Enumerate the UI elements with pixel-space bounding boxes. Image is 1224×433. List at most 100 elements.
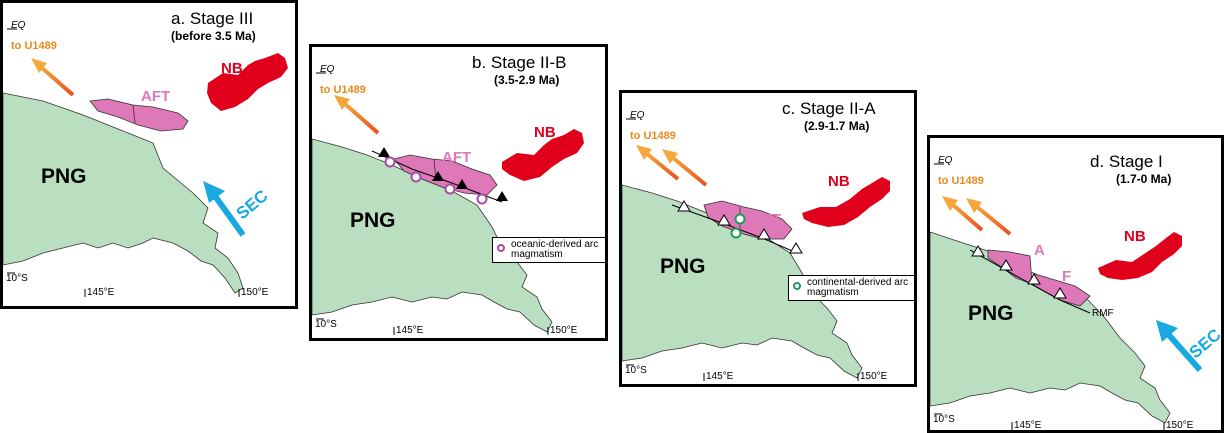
current-arrow-head	[662, 149, 678, 164]
aft-label: AFT	[752, 211, 782, 228]
sec-arrow-head	[1156, 320, 1178, 342]
aft-terrane	[703, 200, 793, 240]
current-arrow-shaft	[670, 155, 708, 187]
trench-tooth	[1027, 273, 1041, 285]
aft-label: AFT	[141, 88, 171, 105]
oceanic-legend-icon	[497, 244, 505, 252]
u1489-label: to U1489	[630, 130, 676, 142]
trench-tooth	[999, 259, 1013, 271]
current-arrow-head	[636, 145, 652, 160]
aft-label: AFT	[442, 149, 472, 166]
png-label: PNG	[968, 302, 1014, 325]
u1489-label: to U1489	[11, 40, 57, 52]
oceanic-magmatism-point	[476, 193, 488, 205]
legend-oceanic: oceanic-derived arc magmatism	[492, 237, 605, 263]
trench-tooth	[432, 171, 444, 181]
legend-continental: continental-derived arc magmatism	[788, 275, 914, 301]
eq-label: EQ	[11, 20, 26, 31]
rmf-fault	[969, 249, 1091, 314]
panel-c-map	[622, 118, 890, 381]
current-arrow-shaft	[644, 151, 680, 181]
png-label: PNG	[660, 255, 706, 278]
trench-tooth	[971, 245, 985, 257]
lon145-label: 145°E	[706, 371, 734, 382]
current-arrow-shaft	[950, 202, 984, 232]
current-arrow-head	[966, 198, 982, 213]
continental-magmatism-point	[730, 227, 742, 239]
trench-tooth	[757, 228, 771, 240]
current-arrow-shaft	[974, 204, 1012, 236]
current-arrow-head	[334, 95, 350, 110]
panel-stage-ii-a: c. Stage II-A (2.9-1.7 Ma) EQ to U1489 P…	[619, 90, 917, 387]
sec-arrow-head	[203, 181, 225, 203]
lon145-label: 145°E	[87, 287, 115, 298]
lat-label: 10°S	[6, 273, 28, 284]
trench-tooth	[717, 214, 731, 226]
nb-label: NB	[828, 173, 850, 190]
panel-age: (2.9-1.7 Ma)	[804, 119, 870, 133]
panel-age: (before 3.5 Ma)	[171, 29, 256, 43]
nb-new-britain	[1098, 232, 1182, 280]
rmf-label: RMF	[1092, 308, 1114, 319]
png-landmass	[930, 231, 1171, 424]
panel-title: a. Stage III	[171, 9, 254, 28]
u1489-label: to U1489	[938, 175, 984, 187]
f-label: F	[1062, 268, 1072, 285]
aft-terrane	[393, 154, 498, 196]
oceanic-magmatism-point	[444, 183, 456, 195]
current-arrow-head	[31, 58, 47, 73]
current-arrow-shaft	[39, 65, 75, 97]
lat-label: 10°S	[625, 365, 647, 376]
trench-tooth	[677, 200, 691, 212]
current-arrow-shaft	[342, 101, 380, 135]
nb-new-britain	[802, 177, 890, 227]
current-arrow-head	[942, 196, 958, 211]
nb-new-britain	[207, 53, 288, 111]
trench-tooth	[456, 179, 468, 189]
u1489-label: to U1489	[320, 84, 366, 96]
a-label: A	[1034, 242, 1045, 259]
panel-title: c. Stage II-A	[782, 99, 876, 118]
legend-text: oceanic-derived arc magmatism	[511, 239, 599, 260]
nb-label: NB	[534, 124, 556, 141]
panel-stage-ii-b: b. Stage II-B (3.5-2.9 Ma) EQ to U1489 P…	[309, 44, 608, 341]
panel-age: (1.7-0 Ma)	[1116, 172, 1172, 186]
lat-label: 10°S	[933, 414, 955, 425]
eq-label: EQ	[630, 110, 645, 121]
trench-tooth	[1053, 287, 1067, 299]
panel-a-map	[3, 28, 288, 297]
panel-stage-i: d. Stage I (1.7-0 Ma) EQ to U1489 PNG NB…	[927, 135, 1224, 433]
png-landmass	[3, 92, 244, 294]
trench-tooth	[789, 242, 803, 254]
eq-label: EQ	[320, 64, 335, 75]
panel-age: (3.5-2.9 Ma)	[494, 73, 560, 87]
legend-text: continental-derived arc magmatism	[807, 277, 909, 298]
panel-b-map	[312, 72, 584, 335]
lon150-label: 150°E	[860, 371, 888, 382]
continental-magmatism-point	[734, 213, 746, 225]
lon150-label: 150°E	[550, 325, 578, 336]
sec-arrow-shaft	[212, 194, 246, 237]
nb-label: NB	[221, 60, 243, 77]
lat-label: 10°S	[315, 319, 337, 330]
panel-title: b. Stage II-B	[472, 53, 567, 72]
nb-new-britain	[502, 129, 584, 181]
png-label: PNG	[41, 165, 87, 188]
trench-tooth	[496, 191, 508, 201]
oceanic-magmatism-point	[384, 156, 396, 168]
aft-terrane	[89, 98, 189, 132]
panel-d-map	[930, 163, 1203, 430]
nb-label: NB	[1124, 228, 1146, 245]
lon150-label: 150°E	[1166, 420, 1194, 431]
eq-label: EQ	[938, 155, 953, 166]
aft-divider	[132, 104, 136, 124]
panel-stage-iii: a. Stage III (before 3.5 Ma) EQ to U1489…	[0, 0, 298, 309]
png-label: PNG	[350, 209, 396, 232]
lon145-label: 145°E	[1014, 420, 1042, 431]
continental-legend-icon	[793, 282, 801, 290]
lon150-label: 150°E	[241, 287, 269, 298]
subduction-zone	[671, 204, 798, 254]
oceanic-magmatism-point	[410, 171, 422, 183]
sec-arrow-shaft	[1165, 332, 1203, 372]
